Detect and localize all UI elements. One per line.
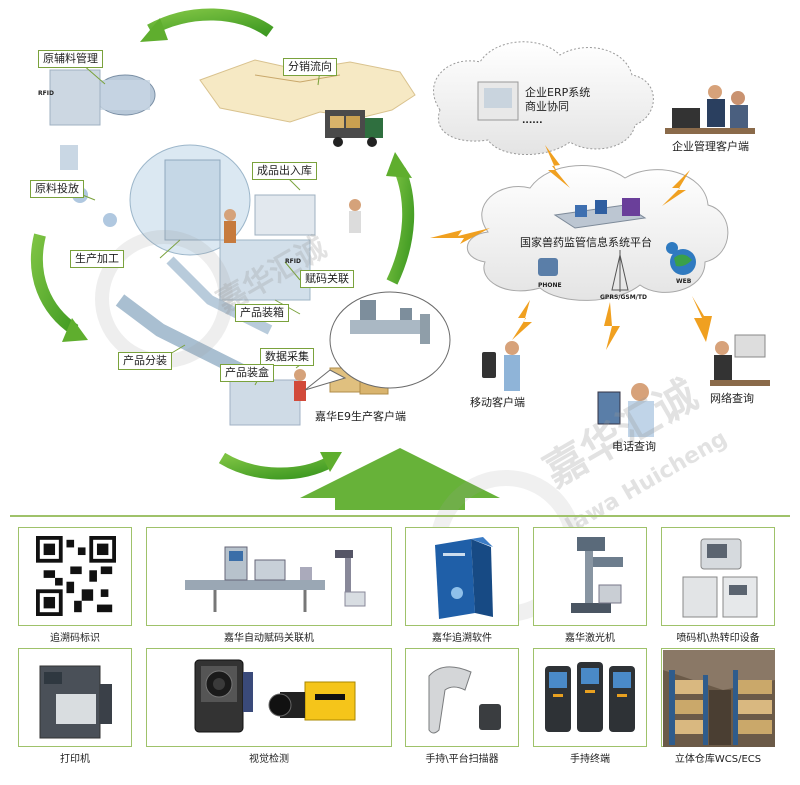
warehouse-icon bbox=[663, 650, 775, 747]
label-product-boxing: 产品装箱 bbox=[235, 304, 289, 322]
caption-vision: 视觉检测 bbox=[249, 754, 289, 765]
cycle-arrow-right bbox=[386, 152, 415, 285]
label-code-assoc: 赋码关联 bbox=[300, 270, 354, 288]
label-phone-query: 电话查询 bbox=[612, 440, 656, 453]
network-query-figure bbox=[710, 334, 770, 386]
cycle-arrow-left bbox=[30, 233, 88, 342]
product-card-warehouse bbox=[661, 648, 775, 747]
rfid-tag-2: RFID bbox=[285, 258, 301, 265]
erp-dots: ...... bbox=[522, 116, 543, 126]
caption-software: 嘉华追溯软件 bbox=[432, 633, 492, 644]
qr-code-icon bbox=[36, 536, 116, 616]
caption-printer: 打印机 bbox=[60, 754, 90, 765]
caption-warehouse: 立体仓库WCS/ECS bbox=[674, 754, 762, 765]
label-finished-goods: 成品出入库 bbox=[252, 162, 317, 180]
caption-terminal: 手持终端 bbox=[570, 754, 610, 765]
caption-scanner: 手持\平台扫描器 bbox=[425, 754, 499, 765]
platform-cloud bbox=[466, 165, 729, 301]
rfid-tag-1: RFID bbox=[38, 90, 54, 97]
label-e9-client: 嘉华E9生产客户端 bbox=[315, 410, 406, 423]
label-product-cartoning: 产品装盒 bbox=[220, 364, 274, 382]
caption-coding-machine: 嘉华自动赋码关联机 bbox=[224, 633, 314, 644]
caption-qr: 追溯码标识 bbox=[50, 633, 100, 644]
product-card-software bbox=[405, 527, 519, 626]
phone-query-figure bbox=[597, 383, 654, 437]
production-line-bubble bbox=[304, 291, 451, 391]
barcode-scanner-icon bbox=[428, 666, 501, 734]
cycle-arrow-bottom bbox=[218, 452, 342, 480]
lightning-connectors bbox=[430, 145, 712, 350]
label-product-split: 产品分装 bbox=[118, 352, 172, 370]
handheld-terminal-icon bbox=[545, 662, 635, 732]
label-raw-material-mgmt: 原辅料管理 bbox=[38, 50, 103, 68]
label-distribution-flow: 分销流向 bbox=[283, 58, 337, 76]
product-card-laser bbox=[533, 527, 647, 626]
label-mobile-client: 移动客户端 bbox=[470, 396, 525, 409]
label-network-query: 网络查询 bbox=[710, 392, 754, 405]
phone-tag: PHONE bbox=[538, 282, 562, 289]
caption-inkjet: 喷码机\热转印设备 bbox=[676, 633, 760, 644]
label-raw-material-feed: 原料投放 bbox=[30, 180, 84, 198]
label-enterprise-client: 企业管理客户端 bbox=[672, 140, 749, 153]
caption-laser: 嘉华激光机 bbox=[565, 633, 615, 644]
label-national-platform: 国家兽药监管信息系统平台 bbox=[520, 236, 652, 249]
software-box-icon bbox=[435, 537, 493, 619]
gprs-tag: GPRS/GSM/TD bbox=[600, 294, 647, 301]
label-business-collab: 商业协同 bbox=[525, 100, 569, 113]
vision-camera-icon bbox=[194, 659, 356, 733]
product-card-inkjet bbox=[661, 527, 775, 626]
product-card-printer bbox=[18, 648, 132, 747]
label-printer-icon bbox=[39, 665, 112, 739]
product-card-qr bbox=[18, 527, 132, 626]
product-card-terminal bbox=[533, 648, 647, 747]
label-erp: 企业ERP系统 bbox=[525, 86, 591, 99]
mobile-client-figure bbox=[482, 341, 520, 391]
product-section-divider bbox=[10, 515, 790, 517]
product-card-coding-machine bbox=[146, 527, 392, 626]
web-tag: WEB bbox=[676, 278, 692, 285]
erp-cloud bbox=[433, 41, 654, 155]
label-production: 生产加工 bbox=[70, 250, 124, 268]
label-data-collect: 数据采集 bbox=[260, 348, 314, 366]
diagram-canvas bbox=[30, 8, 770, 510]
product-card-scanner bbox=[405, 648, 519, 747]
inkjet-printer-icon bbox=[682, 538, 758, 618]
enterprise-office-figure bbox=[665, 85, 755, 134]
laser-machine-icon bbox=[571, 537, 623, 613]
cycle-arrow-top bbox=[140, 8, 274, 42]
factory-illustration bbox=[49, 59, 416, 426]
product-card-vision bbox=[146, 648, 392, 747]
coding-machine-icon bbox=[185, 546, 366, 612]
